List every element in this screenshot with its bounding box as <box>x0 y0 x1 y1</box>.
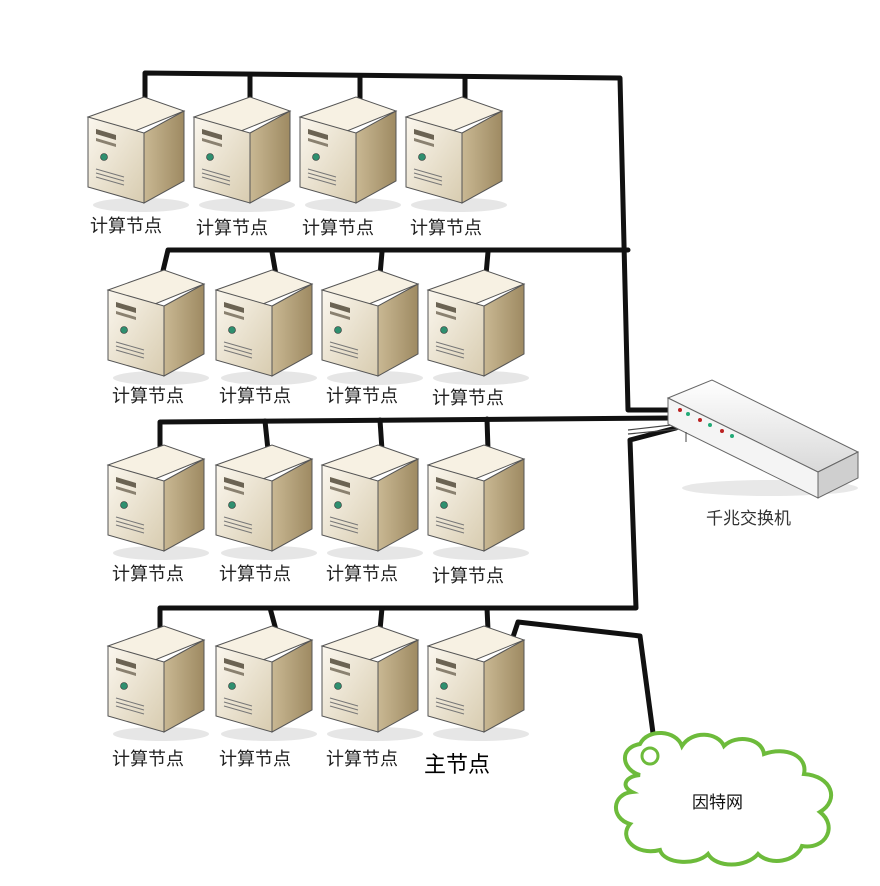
cloud-icon <box>614 731 833 867</box>
compute-node-server-icon <box>215 269 318 386</box>
compute-node-server-icon <box>405 96 508 213</box>
compute-node-server-icon <box>215 444 318 561</box>
node-label: 计算节点 <box>432 388 504 409</box>
cable-master-internet <box>509 619 658 751</box>
server-row-1 <box>87 96 508 213</box>
compute-node-server-icon <box>321 269 424 386</box>
node-label: 计算节点 <box>410 218 482 239</box>
cable-row1-bus <box>142 70 675 413</box>
node-label: 计算节点 <box>326 386 398 407</box>
compute-node-server-icon <box>321 444 424 561</box>
compute-node-server-icon <box>427 269 530 386</box>
node-labels-row-4: 计算节点 计算节点 计算节点 主节点 <box>112 749 490 778</box>
server-row-4 <box>107 625 530 742</box>
node-label: 计算节点 <box>196 218 268 239</box>
internet-label: 因特网 <box>692 793 743 813</box>
node-label: 计算节点 <box>112 564 184 585</box>
compute-node-server-icon <box>427 444 530 561</box>
cable-row3-bus <box>157 415 675 453</box>
node-label: 计算节点 <box>219 386 291 407</box>
node-label: 计算节点 <box>326 749 398 770</box>
cable-row3-drop3 <box>377 417 385 453</box>
server-row-2 <box>107 269 530 386</box>
network-cables <box>142 70 679 751</box>
cable-row2-bus <box>159 247 631 278</box>
switch-label: 千兆交换机 <box>706 509 791 529</box>
cable-row3-drop4 <box>484 416 491 453</box>
node-labels-row-2: 计算节点 计算节点 计算节点 计算节点 <box>112 386 504 409</box>
node-label: 计算节点 <box>112 749 184 770</box>
internet-cloud: 因特网 <box>614 731 833 867</box>
node-label: 计算节点 <box>219 749 291 770</box>
node-label: 计算节点 <box>112 386 184 407</box>
cable-row3-drop2 <box>262 418 271 453</box>
node-label: 计算节点 <box>432 566 504 587</box>
node-labels-row-3: 计算节点 计算节点 计算节点 计算节点 <box>112 564 504 587</box>
compute-node-server-icon <box>299 96 402 213</box>
compute-node-server-icon <box>107 625 210 742</box>
node-label: 计算节点 <box>219 564 291 585</box>
server-row-3 <box>107 444 530 561</box>
node-labels-row-1: 计算节点 计算节点 计算节点 计算节点 <box>90 216 482 239</box>
compute-node-server-icon <box>107 444 210 561</box>
compute-node-server-icon <box>215 625 318 742</box>
master-node-label: 主节点 <box>424 753 490 778</box>
node-label: 计算节点 <box>302 218 374 239</box>
cable-row4-bus <box>157 425 679 633</box>
cable-row4-drop2 <box>267 605 279 633</box>
master-node-server-icon <box>427 625 530 742</box>
switch-ports-icon <box>678 408 734 442</box>
compute-node-server-icon <box>321 625 424 742</box>
node-label: 计算节点 <box>90 216 162 237</box>
cable-row4-drop4 <box>484 605 491 633</box>
compute-node-server-icon <box>193 96 296 213</box>
node-label: 计算节点 <box>326 564 398 585</box>
compute-node-server-icon <box>87 96 190 213</box>
compute-node-server-icon <box>107 269 210 386</box>
gigabit-switch: 千兆交换机 <box>666 379 860 529</box>
